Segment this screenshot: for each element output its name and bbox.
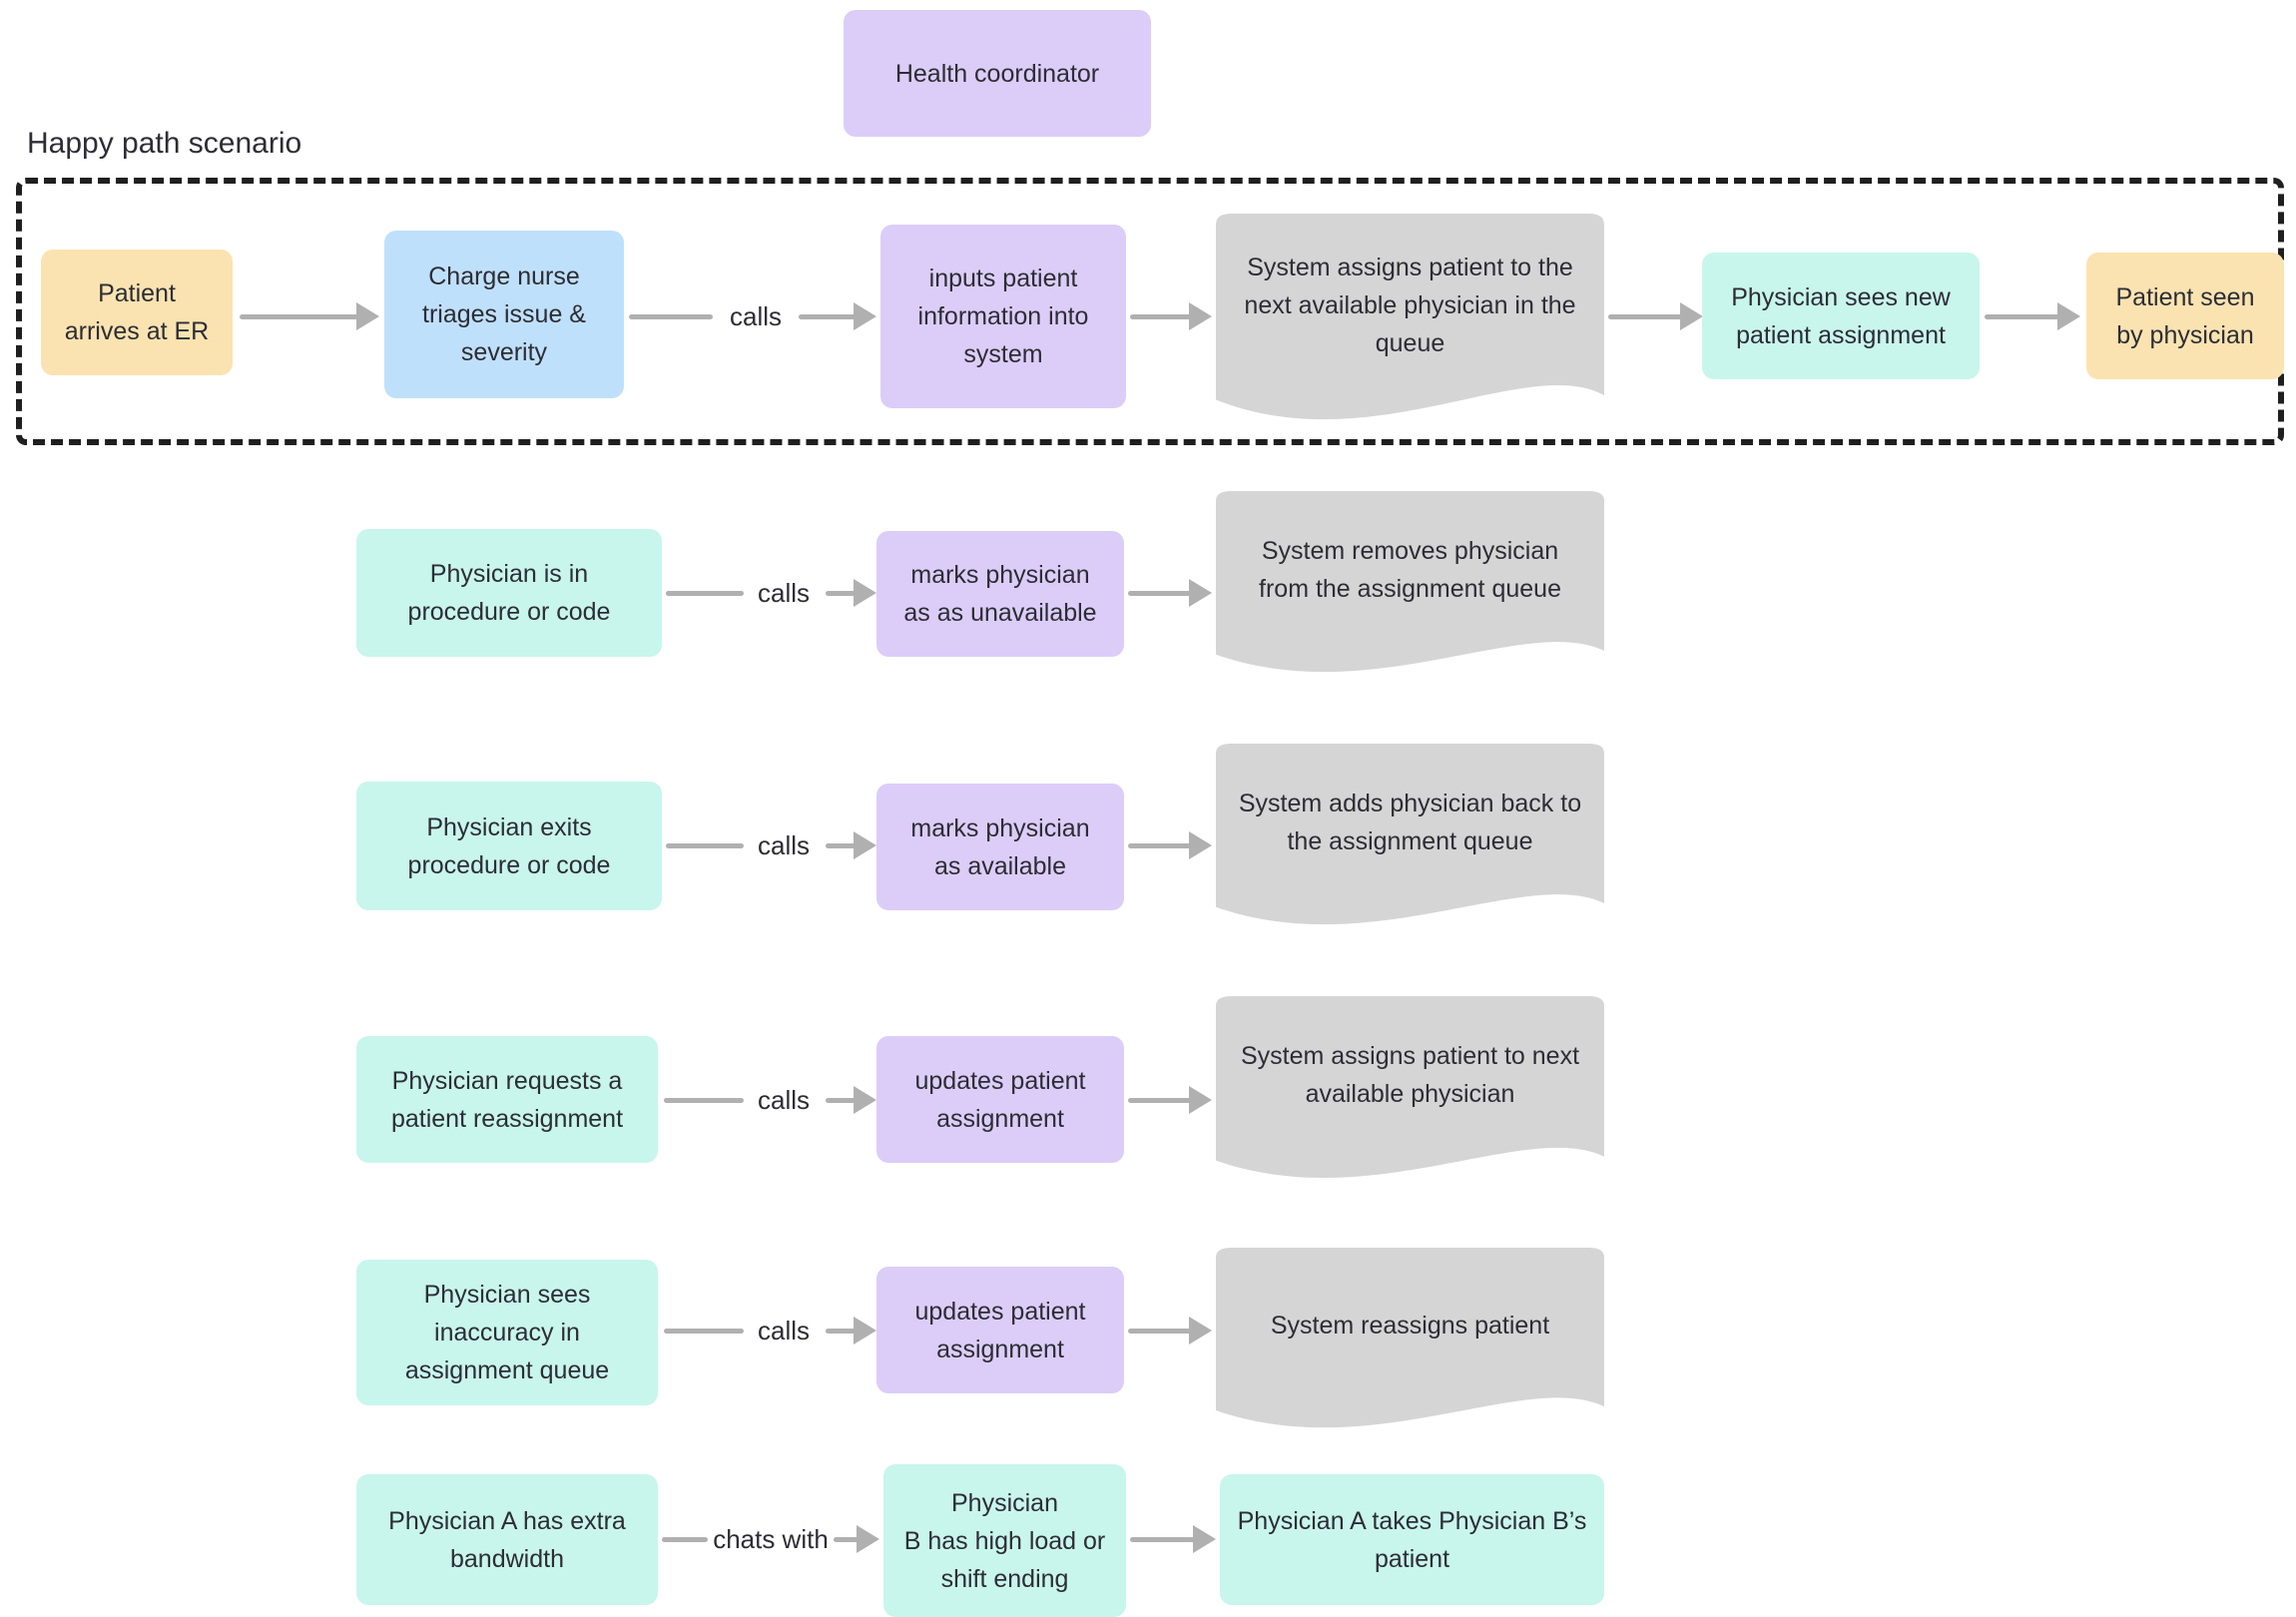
flow-arrow [1128, 830, 1212, 860]
flow-line [629, 301, 713, 331]
arrowhead-icon [854, 1317, 876, 1345]
node-health-coordinator[interactable]: Health coordinator [844, 10, 1151, 137]
flow-line [662, 1524, 708, 1554]
arrowhead-icon [854, 1086, 876, 1114]
edge-label-chats-with: chats with [713, 1523, 829, 1554]
arrowhead-icon [1680, 302, 1703, 330]
arrowhead-icon [857, 1525, 879, 1553]
node-label: System assigns patient to the next avail… [1244, 254, 1576, 357]
arrow-shaft [826, 590, 856, 596]
node-marks-physician-unavailable[interactable]: marks physician as as unavailable [876, 531, 1124, 657]
node-charge-nurse-triages[interactable]: Charge nurse triages issue & severity [384, 231, 624, 398]
arrowhead-icon [1193, 1525, 1216, 1553]
edge-label-calls: calls [729, 300, 782, 331]
node-label: System removes physician from the assign… [1259, 536, 1561, 603]
node-physician-requests-reassignment[interactable]: Physician requests a patient reassignmen… [356, 1036, 658, 1163]
arrow-shaft [1985, 313, 2059, 319]
node-patient-arrives-at-er[interactable]: Patient arrives at ER [41, 250, 233, 375]
node-system-reassigns[interactable]: System reassigns patient [1216, 1248, 1604, 1441]
node-physician-exits-procedure[interactable]: Physician exits procedure or code [356, 782, 662, 910]
arrow-shaft [666, 590, 744, 596]
node-physician-b-load[interactable]: Physician B has high load or shift endin… [883, 1464, 1126, 1617]
arrowhead-icon [2057, 302, 2080, 330]
arrow-shaft [1128, 590, 1191, 596]
node-label: System assigns patient to next available… [1240, 1042, 1580, 1108]
arrowhead-icon [1189, 831, 1212, 859]
flow-line [664, 1085, 744, 1115]
arrow-shaft [1128, 842, 1191, 848]
node-physician-sees-inaccuracy[interactable]: Physician sees inaccuracy in assignment … [356, 1260, 658, 1405]
arrow-shaft [826, 1097, 856, 1103]
arrow-shaft [1128, 1328, 1191, 1334]
node-physician-sees-assignment[interactable]: Physician sees new patient assignment [1702, 253, 1980, 379]
flow-arrow [826, 1316, 876, 1346]
node-marks-physician-available[interactable]: marks physician as available [876, 784, 1124, 910]
edge-label-calls: calls [757, 1084, 810, 1115]
flow-arrow [826, 578, 876, 608]
node-patient-seen-by-physician[interactable]: Patient seen by physician [2086, 253, 2284, 379]
node-label: System adds physician back to the assign… [1238, 789, 1582, 855]
document-shape-icon [1216, 1248, 1604, 1428]
arrow-shaft [826, 842, 856, 848]
node-physician-a-bandwidth[interactable]: Physician A has extra bandwidth [356, 1474, 658, 1605]
node-inputs-patient-information[interactable]: inputs patient information into system [880, 225, 1126, 408]
arrow-shaft [834, 1536, 859, 1542]
arrow-shaft [629, 313, 713, 319]
flow-arrow [240, 301, 379, 331]
arrowhead-icon [854, 831, 876, 859]
arrow-shaft [240, 313, 358, 319]
node-updates-patient-assignment-2[interactable]: updates patient assignment [876, 1267, 1124, 1393]
document-shape-icon [1216, 214, 1604, 420]
flow-arrow [1128, 1085, 1212, 1115]
flow-arrow [799, 301, 876, 331]
flow-arrow [834, 1524, 879, 1554]
document-shape-icon [1216, 996, 1604, 1179]
document-shape-icon [1216, 744, 1604, 925]
flow-arrow [1128, 578, 1212, 608]
node-label: System reassigns patient [1270, 1312, 1550, 1340]
arrow-shaft [1128, 1097, 1191, 1103]
arrow-shaft [664, 1328, 744, 1334]
flow-arrow [1985, 301, 2080, 331]
edge-label-calls: calls [757, 1315, 810, 1346]
arrowhead-icon [854, 579, 876, 607]
flow-arrow [1130, 301, 1212, 331]
arrow-shaft [664, 1097, 744, 1103]
arrow-shaft [1130, 313, 1191, 319]
flow-arrow [1608, 301, 1703, 331]
node-system-adds-back[interactable]: System adds physician back to the assign… [1216, 744, 1604, 938]
flow-arrow [826, 1085, 876, 1115]
edge-label-calls: calls [757, 829, 810, 860]
section-label-happy-path: Happy path scenario [27, 127, 302, 160]
flow-arrow [1130, 1524, 1216, 1554]
document-shape-icon [1216, 491, 1604, 673]
node-physician-in-procedure[interactable]: Physician is in procedure or code [356, 529, 662, 657]
flow-arrow [826, 830, 876, 860]
arrowhead-icon [1189, 579, 1212, 607]
arrow-shaft [799, 313, 856, 319]
node-system-assigns-next[interactable]: System assigns patient to next available… [1216, 996, 1604, 1192]
flow-line [666, 578, 744, 608]
arrowhead-icon [1189, 302, 1212, 330]
node-system-assigns-queue[interactable]: System assigns patient to the next avail… [1216, 214, 1604, 435]
arrowhead-icon [854, 302, 876, 330]
arrow-shaft [1130, 1536, 1195, 1542]
arrowhead-icon [356, 302, 379, 330]
arrow-shaft [826, 1328, 856, 1334]
node-physician-a-takes-patient[interactable]: Physician A takes Physician B’s patient [1220, 1474, 1604, 1605]
arrowhead-icon [1189, 1317, 1212, 1345]
node-updates-patient-assignment[interactable]: updates patient assignment [876, 1036, 1124, 1163]
arrow-shaft [666, 842, 744, 848]
node-system-removes-physician[interactable]: System removes physician from the assign… [1216, 491, 1604, 686]
arrow-shaft [1608, 313, 1682, 319]
edge-label-calls: calls [757, 577, 810, 608]
flow-line [666, 830, 744, 860]
flow-line [664, 1316, 744, 1346]
arrowhead-icon [1189, 1086, 1212, 1114]
arrow-shaft [662, 1536, 708, 1542]
flow-arrow [1128, 1316, 1212, 1346]
